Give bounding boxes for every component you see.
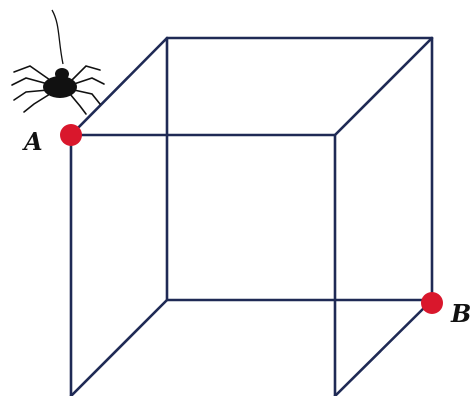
point-a-label: A	[22, 127, 43, 156]
point-b-marker	[421, 292, 443, 314]
cube-edge	[333, 36, 434, 137]
point-a-marker	[60, 124, 82, 146]
spider-icon	[11, 9, 105, 115]
point-b-label: B	[450, 299, 471, 328]
cube-edge	[69, 298, 169, 396]
cube-edge	[69, 36, 169, 137]
cube-edge	[333, 298, 434, 396]
